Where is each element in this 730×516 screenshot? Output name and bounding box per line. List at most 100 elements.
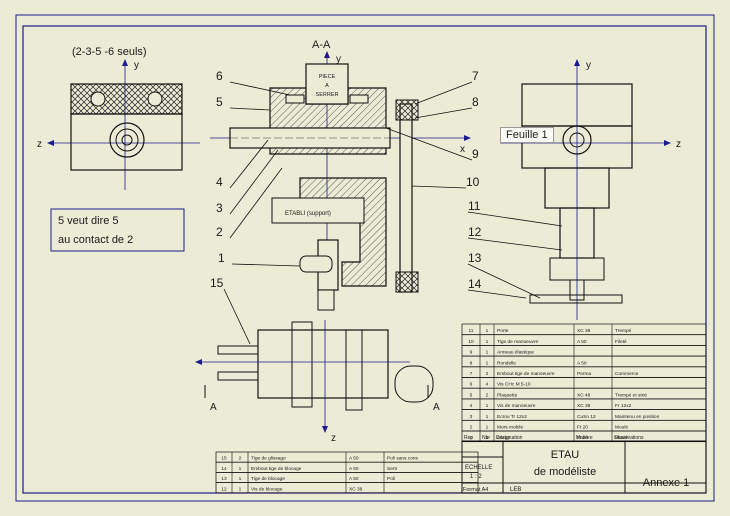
callout-11: 11 (468, 199, 481, 213)
nom-left-row-15-nbr: 2 (239, 456, 242, 462)
nom-right-row-1-des: Corps (497, 435, 510, 441)
side-view-y-label: y (586, 60, 591, 71)
subtitle: de modéliste (534, 466, 596, 478)
leader-9 (385, 127, 473, 161)
nom-right-row-2-nbr: 1 (486, 425, 489, 431)
nom-left-row-14-nbr: 1 (239, 466, 242, 472)
leader-5 (229, 107, 271, 111)
section-arrow-a-left: A (210, 402, 217, 413)
nom-left-row-15-obs: Poli sans cons (387, 456, 419, 462)
nom-right-row-2-des: Mors mobile (497, 425, 523, 431)
nom-right-row-7-rep: 7 (470, 371, 473, 377)
bottom-view: z A A (195, 320, 440, 444)
nom-right-row-9-nbr: 1 (486, 350, 489, 356)
legend-0: Rep (464, 435, 473, 441)
nom-left-row-12-des: Vis de blocage (251, 486, 283, 492)
top-view: (2-3-5 -6 seuls) y z (37, 46, 200, 190)
nom-left-row-12-mat: XC 38 (349, 486, 363, 492)
legend-2: Désignation (496, 435, 523, 441)
sheet-tooltip: Feuille 1 (500, 127, 554, 143)
nom-right-row-3-mat: CuSn 12 (577, 414, 596, 420)
nom-right-row-4-des: Vis de manoeuvre (497, 403, 536, 409)
leader-6 (229, 81, 291, 96)
leader-3 (229, 149, 279, 215)
callout-5: 5 (216, 95, 223, 109)
nom-right-row-4-nbr: 1 (486, 403, 489, 409)
callout-7: 7 (472, 69, 479, 83)
legend-4: Observations (614, 435, 644, 441)
nom-left-row-13-obs: Poli (387, 476, 395, 482)
section-y-label: y (336, 54, 341, 65)
nom-right-row-6-rep: 6 (470, 382, 473, 388)
nom-right-row-5-des: Plaquette (497, 392, 518, 398)
nom-left-row-12-nbr: 1 (239, 486, 242, 492)
title-block: ETAU de modéliste Annexe 1 ECHELLE 1 : 2… (461, 440, 707, 494)
echelle-value: 1 : 2 (470, 474, 482, 480)
callout-8: 8 (472, 95, 479, 109)
callout-14: 14 (468, 277, 482, 291)
nom-left-row-14-obs: Serti (387, 466, 397, 472)
nom-right-row-1-nbr: 1 (486, 435, 489, 441)
leader-7 (414, 81, 473, 105)
nom-right-row-8-mat: A 50 (577, 360, 587, 366)
nom-right-row-2-rep: 2 (470, 425, 473, 431)
callout-2: 2 (216, 225, 223, 239)
nom-right-row-7-des: Embout tige de manoeuvre (497, 371, 555, 377)
callout-6: 6 (216, 69, 223, 83)
leader-4 (229, 139, 269, 189)
nom-right-row-3-rep: 3 (470, 414, 473, 420)
nom-right-row-1-obs: Moulé (615, 435, 628, 441)
callout-9: 9 (472, 147, 479, 161)
piece-label-3: SERRER (316, 92, 339, 98)
nom-right-row-10-obs: Fileté (615, 339, 627, 345)
bottom-view-z-label: z (331, 433, 336, 444)
section-arrow-a-right: A (433, 402, 440, 413)
nom-left-row-15-des: Tige de glissage (251, 456, 286, 462)
leader-1 (231, 263, 301, 267)
section-x-label: x (460, 144, 465, 155)
nom-right-row-11-obs: Trempé (615, 328, 632, 334)
nom-right-row-10-rep: 10 (468, 339, 474, 345)
nom-right-row-3-nbr: 1 (486, 414, 489, 420)
nom-right-row-4-obs: Fr 12x2 (615, 403, 632, 409)
note-line-2: au contact de 2 (58, 234, 133, 246)
nom-left-row-14-rep: 14 (221, 466, 227, 472)
nom-right-row-5-mat: XC 48 (577, 392, 591, 398)
leader-2 (229, 167, 283, 239)
callout-15: 15 (210, 276, 224, 290)
nom-right-row-4-mat: XC 38 (577, 403, 591, 409)
nom-right-row-11-nbr: 1 (486, 328, 489, 334)
nom-right-row-11-rep: 11 (469, 328, 474, 334)
piece-label-2: A (325, 83, 329, 89)
nom-left-row-13-des: Tige de blocage (251, 476, 285, 482)
nom-right-row-2-obs: Moulé (615, 425, 628, 431)
nom-left-row-12-rep: 12 (221, 486, 227, 492)
nom-left-row-15-mat: A 50 (349, 456, 359, 462)
nom-left-row-13-mat: A 50 (349, 476, 359, 482)
note-line-1: 5 veut dire 5 (58, 215, 119, 227)
echelle-label: ECHELLE (465, 465, 492, 471)
piece-label-1: PIECE (319, 74, 336, 80)
callout-1: 1 (218, 251, 225, 265)
nom-right-row-7-nbr: 2 (486, 371, 489, 377)
nom-right-row-1-rep: 1 (470, 435, 473, 441)
nom-left-row-14-des: Embout tige de blocage (251, 466, 302, 472)
leader-8 (414, 107, 473, 119)
side-view-z-label: z (676, 139, 681, 150)
nom-right-row-3-obs: Maintenu en position (615, 414, 660, 420)
nom-right-row-10-nbr: 1 (486, 339, 489, 345)
nom-right-row-8-nbr: 1 (486, 360, 489, 366)
side-view: y z (500, 59, 681, 320)
nom-left-row-13-nbr: 1 (239, 476, 242, 482)
nom-right-row-7-mat: Perma (577, 371, 591, 377)
nom-right-row-1-mat: Ft 20 (577, 435, 588, 441)
section-label: A-A (312, 39, 331, 51)
top-view-y-label: y (134, 60, 139, 71)
note-box (50, 208, 185, 252)
leader-14 (467, 289, 527, 299)
nom-right-row-5-nbr: 2 (486, 392, 489, 398)
nom-right-row-8-rep: 8 (470, 360, 473, 366)
